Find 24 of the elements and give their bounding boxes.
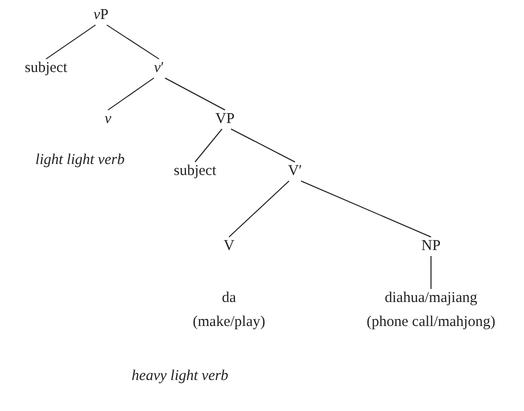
tree-label: (make/play) [192,313,266,332]
tree-label: subject [24,59,68,78]
tree-branch [230,128,296,162]
tree-branch [46,24,96,60]
tree-branch [106,24,160,60]
tree-label: V′ [288,162,302,181]
tree-label: diahua/majiang [384,289,478,308]
tree-label: V [224,237,234,256]
tree-label: VP [215,110,235,129]
tree-label: subject [174,162,216,181]
annotation-text: light light verb [35,151,125,170]
tree-label: vP [94,6,108,25]
tree-branch [430,256,432,290]
tree-branch [108,78,154,110]
tree-label: (phone call/mahjong) [366,313,496,332]
tree-label: v′ [154,59,164,78]
tree-branch [194,128,222,162]
tree-label: v [104,110,112,129]
tree-label: NP [421,237,441,256]
tree-branch [300,180,432,238]
tree-branch [228,180,290,238]
tree-branch [164,78,226,110]
annotation-text: heavy light verb [132,367,228,386]
tree-label: da [220,289,238,308]
